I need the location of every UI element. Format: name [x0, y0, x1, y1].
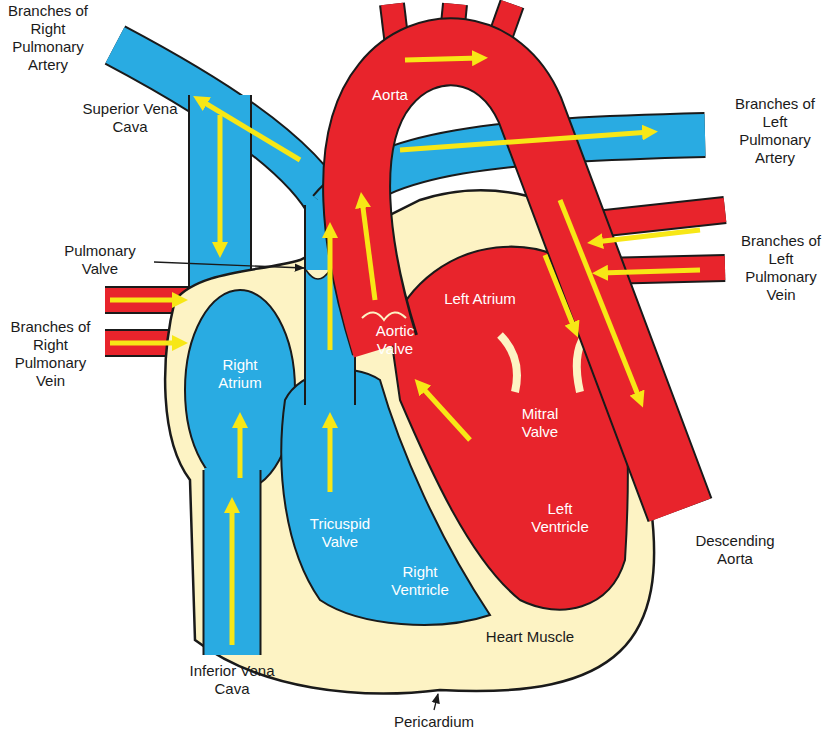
part-label: Superior Vena Cava [80, 100, 180, 136]
part-label: Heart Muscle [475, 628, 585, 646]
flow-arrows [110, 58, 700, 645]
aorta [357, 52, 680, 510]
part-label: Tricuspid Valve [300, 515, 380, 551]
leader-line [434, 694, 438, 710]
part-label: Branches of Left Pulmonary Artery [727, 95, 823, 167]
aortic-valve [362, 312, 406, 320]
part-label: Aorta [355, 86, 425, 104]
inferior-vena-cava [232, 468, 233, 655]
part-label: Branches of Left Pulmonary Vein [736, 232, 826, 304]
part-label: Descending Aorta [685, 532, 785, 568]
mitral-wall [500, 335, 517, 392]
right-atrium [185, 290, 295, 490]
part-label: Branches of Right Pulmonary Artery [3, 2, 93, 74]
part-label: Right Ventricle [380, 563, 460, 599]
part-label: Branches of Right Pulmonary Vein [3, 318, 98, 390]
part-label: Right Atrium [200, 356, 280, 392]
part-label: Inferior Vena Cava [182, 662, 282, 698]
leader-line [154, 262, 304, 268]
part-label: Left Atrium [435, 290, 525, 308]
pulmonary-trunk [330, 200, 331, 408]
part-label: Pericardium [379, 713, 489, 731]
part-label: Aortic Valve [360, 322, 430, 358]
part-label: Pulmonary Valve [50, 242, 150, 278]
part-label: Left Ventricle [520, 500, 600, 536]
part-label: Mitral Valve [505, 405, 575, 441]
